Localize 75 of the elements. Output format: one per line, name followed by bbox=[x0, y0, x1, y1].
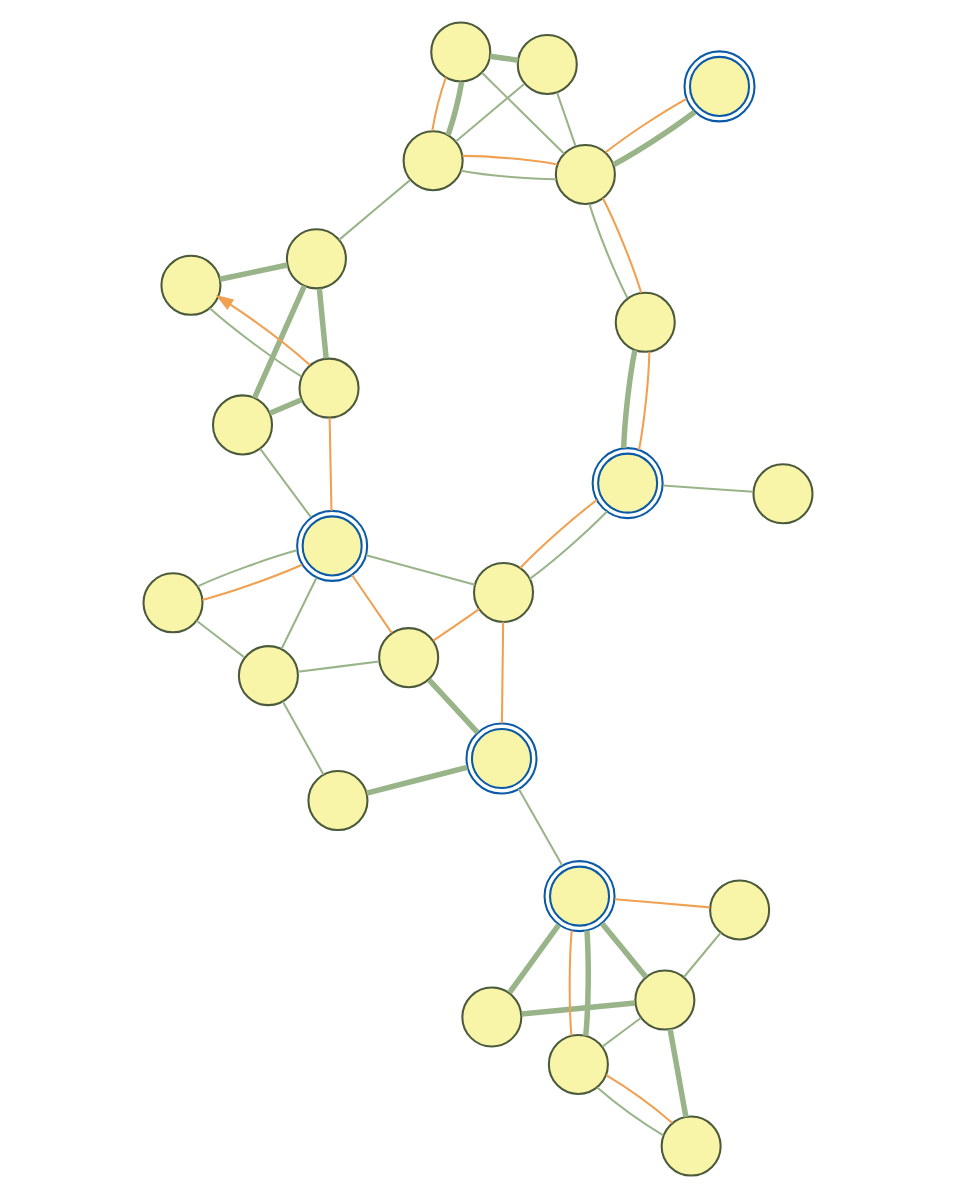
connector bbox=[613, 898, 709, 909]
connector bbox=[666, 1028, 688, 1118]
connector bbox=[600, 1017, 641, 1048]
connector bbox=[661, 484, 753, 493]
node-circle bbox=[546, 1033, 608, 1095]
node-circle bbox=[590, 447, 663, 520]
connector bbox=[595, 1086, 663, 1137]
connector bbox=[488, 53, 518, 63]
node-circle bbox=[210, 394, 273, 456]
connector bbox=[194, 620, 245, 659]
node-circle bbox=[377, 627, 439, 689]
connector bbox=[582, 930, 590, 1036]
connector bbox=[555, 92, 576, 147]
connector bbox=[327, 417, 332, 511]
connector bbox=[528, 510, 607, 580]
connector bbox=[611, 109, 696, 168]
connector bbox=[567, 930, 572, 1036]
connector bbox=[251, 284, 306, 399]
node-circle bbox=[306, 770, 368, 832]
node-circle bbox=[141, 572, 203, 634]
connector bbox=[430, 77, 446, 131]
connector bbox=[297, 660, 379, 673]
connector bbox=[682, 932, 721, 978]
connector bbox=[208, 307, 301, 378]
connector bbox=[267, 397, 302, 416]
connector bbox=[280, 700, 324, 776]
connector bbox=[350, 574, 392, 634]
node-circle bbox=[284, 228, 346, 290]
connector bbox=[279, 577, 317, 650]
connector bbox=[337, 179, 410, 241]
node-circle bbox=[633, 969, 695, 1031]
connector bbox=[365, 764, 467, 796]
connector bbox=[587, 203, 628, 299]
connector bbox=[258, 448, 311, 518]
node-circle bbox=[553, 143, 615, 205]
connector bbox=[431, 608, 479, 642]
connector bbox=[315, 288, 328, 359]
node-circle bbox=[613, 291, 675, 353]
node-circle bbox=[472, 561, 534, 623]
connector bbox=[480, 72, 564, 155]
node-circle bbox=[708, 879, 770, 941]
connector bbox=[604, 1074, 672, 1124]
connector bbox=[365, 554, 475, 586]
connector bbox=[444, 81, 464, 137]
connector bbox=[598, 921, 648, 979]
node-circle bbox=[515, 33, 577, 95]
node-circle bbox=[682, 50, 755, 123]
node-circle bbox=[429, 21, 491, 83]
node-circle bbox=[751, 463, 813, 525]
connector bbox=[637, 351, 650, 451]
connector bbox=[518, 499, 597, 569]
node-circle bbox=[460, 986, 522, 1048]
connector bbox=[461, 154, 557, 166]
arrow bbox=[214, 295, 310, 366]
node-circle bbox=[159, 254, 221, 316]
node-circle bbox=[236, 645, 298, 707]
node-circle bbox=[401, 130, 463, 192]
connector bbox=[201, 563, 302, 601]
connector bbox=[459, 169, 556, 181]
node-circle bbox=[659, 1115, 721, 1177]
connector bbox=[218, 262, 287, 282]
connector bbox=[516, 788, 563, 867]
connector bbox=[603, 97, 686, 154]
connector bbox=[454, 83, 524, 143]
connector bbox=[499, 622, 504, 724]
connector bbox=[196, 549, 297, 588]
connector bbox=[601, 197, 642, 294]
node-circle bbox=[297, 357, 359, 419]
connector bbox=[426, 677, 479, 735]
node-circle bbox=[464, 722, 537, 795]
node-circle bbox=[295, 509, 368, 582]
connector bbox=[506, 923, 560, 995]
node-circle bbox=[542, 860, 615, 933]
connector bbox=[520, 1000, 635, 1017]
connector bbox=[619, 349, 637, 449]
